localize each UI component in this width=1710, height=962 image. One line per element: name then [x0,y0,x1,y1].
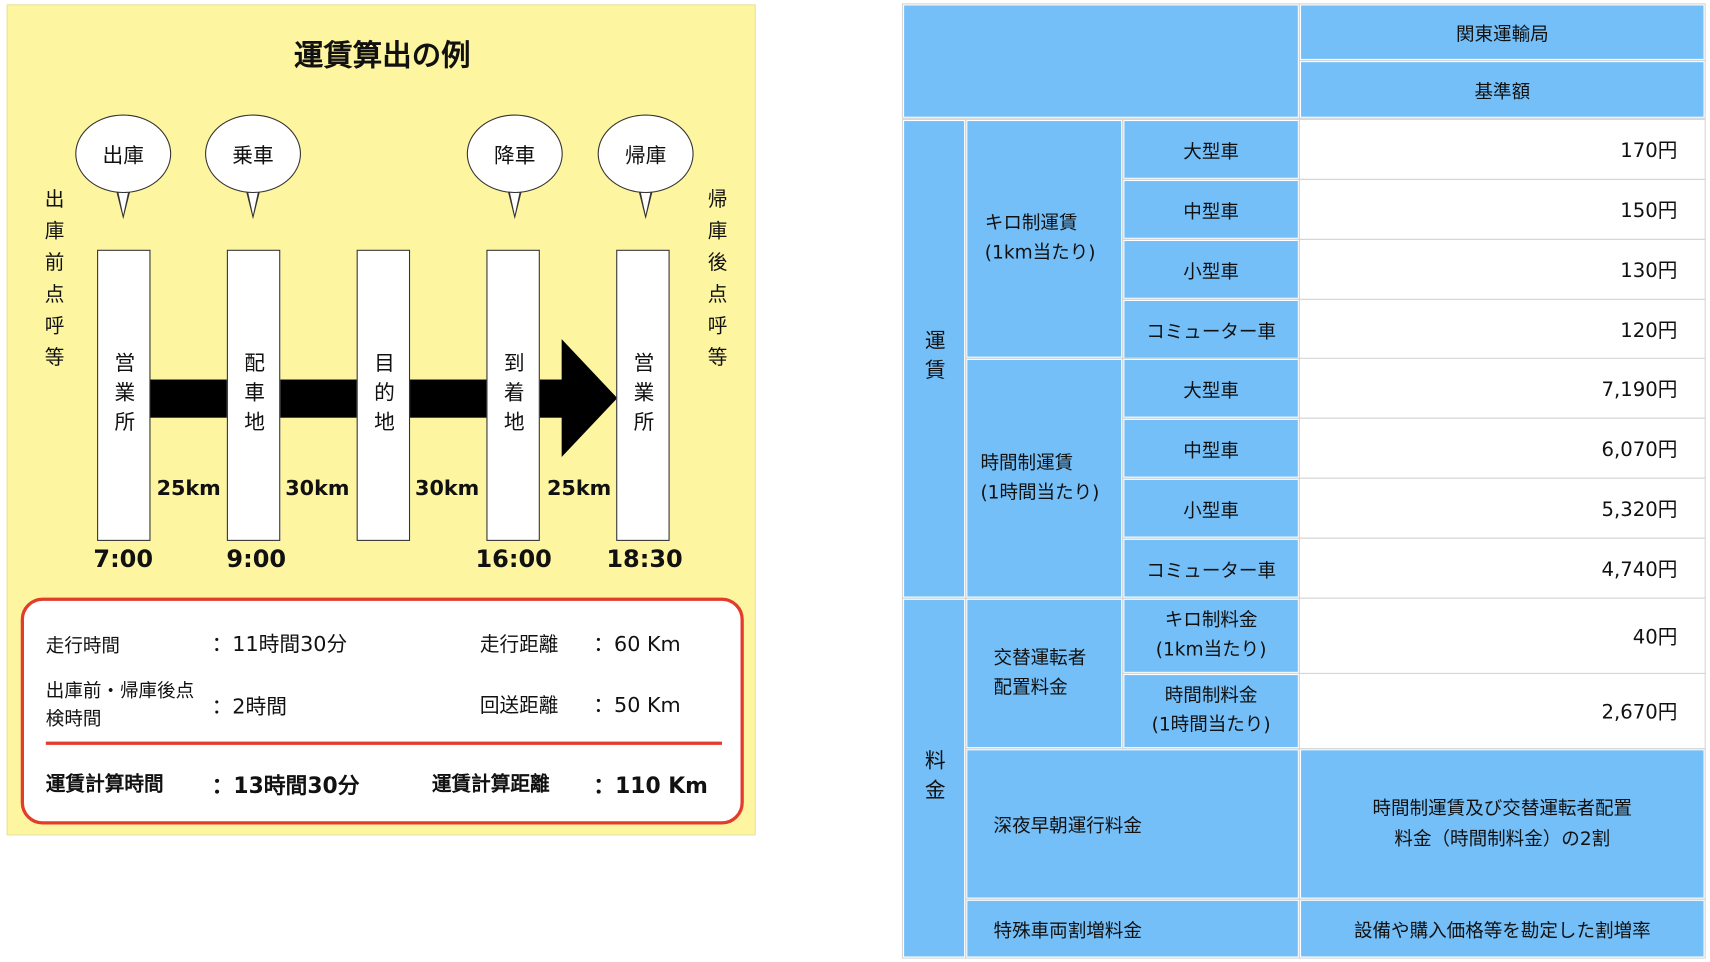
km-fare-label: キロ制運賃 (1km当たり) [965,118,1124,359]
relief-charge-value: 40円 [1298,597,1706,674]
side-label-right: 帰庫後点呼等 [704,188,728,379]
relief-charge-type: キロ制料金 (1km当たり) [1122,597,1300,674]
vehicle-type: 大型車 [1122,118,1300,180]
vehicle-type: 小型車 [1122,238,1300,300]
location-post: 営業所 [616,249,670,541]
side-label-left: 出庫前点呼等 [41,188,65,379]
speech-bubble: 降車 [466,114,563,194]
fare-value: 5,320円 [1298,477,1706,539]
vehicle-type: 中型車 [1122,178,1300,240]
calc-time-value: ：13時間30分 [211,772,360,799]
run-distance-value: ：60 Km [593,632,681,657]
fare-example-diagram: 運賃算出の例 出庫前点呼等 帰庫後点呼等 出庫乗車 降車帰庫 営業所 配車地 目的地 到… [6,4,756,836]
header-blank [901,3,1300,119]
location-label: 目的地 [370,351,395,440]
location-label: 配車地 [241,351,266,440]
fare-value: 6,070円 [1298,417,1706,479]
fare-value: 120円 [1298,298,1706,360]
fare-value: 150円 [1298,178,1706,240]
fare-value: 170円 [1298,118,1706,180]
distance-label: 25km [547,476,612,501]
fare-group-label: 運賃 [901,118,967,599]
time-label: 9:00 [226,546,287,574]
fare-label: 運賃 [921,329,946,389]
night-charge-label: 深夜早朝運行料金 [965,748,1300,900]
location-post: 目的地 [356,249,411,541]
location-label: 営業所 [630,351,655,440]
route-arrow-head [561,339,618,457]
distance-label: 30km [415,476,480,501]
calc-time-label: 運賃計算時間 [45,773,164,797]
relief-driver-label: 交替運転者 配置料金 [965,597,1124,750]
check-time-value: ：2時間 [211,694,287,719]
time-label: 16:00 [475,546,552,574]
charge-group-label: 料金 [901,597,967,959]
location-label: 営業所 [111,351,136,440]
vehicle-type: 大型車 [1122,357,1300,419]
speech-bubble: 帰庫 [597,114,694,194]
vehicle-type: コミューター車 [1122,298,1300,360]
location-post: 配車地 [226,249,281,541]
vehicle-type: コミューター車 [1122,537,1300,599]
night-charge-value: 時間制運賃及び交替運転者配置 料金（時間制料金）の2割 [1298,748,1706,900]
return-distance-label: 回送距離 [479,694,559,718]
vehicle-type: 中型車 [1122,417,1300,479]
time-label: 18:30 [606,546,683,574]
distance-label: 25km [156,476,221,501]
header-base-amount: 基準額 [1298,59,1706,119]
location-post: 営業所 [97,249,151,541]
diagram-title: 運賃算出の例 [293,39,471,74]
summary-divider [45,741,722,745]
run-distance-label: 走行距離 [479,633,559,657]
return-distance-value: ：50 Km [593,693,681,718]
run-time-value: ：11時間30分 [211,632,348,657]
calc-distance-value: ：110 Km [593,772,708,799]
speech-bubble: 乗車 [205,114,302,194]
calc-distance-label: 運賃計算距離 [431,773,550,797]
run-time-label: 走行時間 [45,635,120,658]
time-label: 7:00 [93,546,154,574]
fare-value: 4,740円 [1298,537,1706,599]
check-time-label: 出庫前・帰庫後点検時間 [45,680,195,731]
charge-label: 料金 [921,748,946,808]
hour-fare-label: 時間制運賃 (1時間当たり) [965,357,1124,599]
vehicle-type: 小型車 [1122,477,1300,539]
special-vehicle-label: 特殊車両割増料金 [965,898,1300,959]
header-region: 関東運輸局 [1298,3,1706,62]
location-label: 到着地 [500,351,525,440]
speech-bubble: 出庫 [75,114,172,194]
fare-value: 130円 [1298,238,1706,300]
summary-box: 走行時間 ：11時間30分 出庫前・帰庫後点検時間 ：2時間 走行距離 ：60 … [20,597,744,825]
location-post: 到着地 [486,249,540,541]
special-vehicle-value: 設備や購入価格等を勘定した割増率 [1298,898,1706,959]
relief-charge-value: 2,670円 [1298,672,1706,750]
distance-label: 30km [285,476,350,501]
relief-charge-type: 時間制料金 (1時間当たり) [1122,672,1300,750]
fare-value: 7,190円 [1298,357,1706,419]
